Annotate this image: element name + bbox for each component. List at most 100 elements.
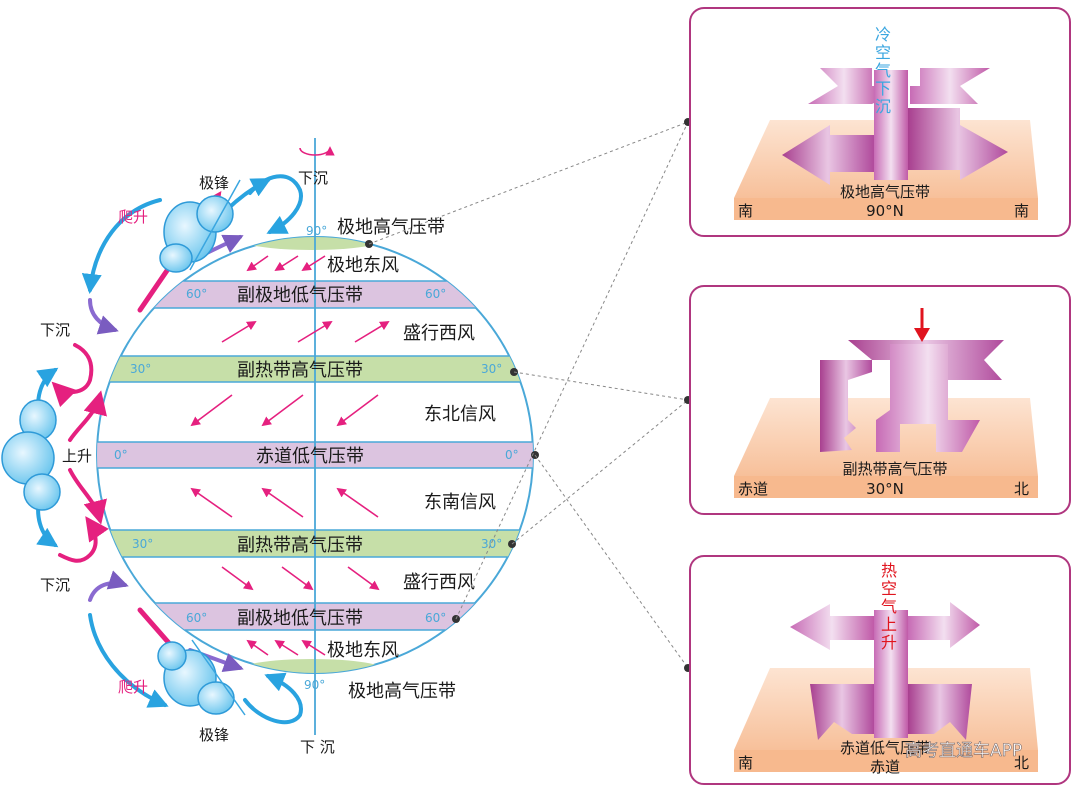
wind-arrow xyxy=(221,566,254,591)
deg-eq-right: 0° xyxy=(505,448,519,462)
deg-30n-right: 30° xyxy=(481,362,502,376)
inset-3-vertical-2: 空 xyxy=(881,579,897,598)
ground-front-icon xyxy=(734,750,1038,772)
wind-arrow xyxy=(246,639,269,656)
label-polar-high-north: 极地高气压带 xyxy=(337,217,445,238)
inset-1-vertical-1: 冷 xyxy=(875,25,891,44)
inset-3-vertical-3: 气 xyxy=(881,597,897,616)
cell-ferrel-south-top xyxy=(88,570,129,602)
outflow-left-arrow-icon xyxy=(790,604,874,650)
wind-arrow xyxy=(190,487,233,518)
connector-line xyxy=(368,121,689,245)
connector-line xyxy=(534,454,689,669)
cell-hadley-south-bottom xyxy=(58,516,109,563)
polar-cap-south xyxy=(237,659,387,673)
label-equatorial-low: 赤道低气压带 xyxy=(256,446,364,467)
inset-3-vertical-5: 升 xyxy=(881,633,897,652)
wind-arrow xyxy=(190,394,233,427)
inflow-right-arrow-icon xyxy=(910,68,990,104)
deg-30s-left: 30° xyxy=(132,537,153,551)
inflow-left-arrow-icon xyxy=(808,68,880,104)
label-polar-easterly-north: 极地东风 xyxy=(327,255,399,276)
wind-arrow xyxy=(281,566,314,591)
cell-hadley-south-rise xyxy=(68,468,107,525)
inset-2-right: 北 xyxy=(1014,480,1029,498)
connector-lines xyxy=(368,121,689,669)
inset-1-label: 极地高气压带 xyxy=(840,183,930,201)
deg-30n-left: 30° xyxy=(130,362,151,376)
cell-ferrel-north-top xyxy=(81,198,162,294)
wind-arrow xyxy=(336,487,379,518)
wind-arrow xyxy=(261,487,304,518)
outflow-right-arrow-icon xyxy=(908,108,1008,180)
cell-ferrel-north-bottom xyxy=(88,298,119,335)
rotation-arrow-icon xyxy=(299,146,335,156)
label-front-bottom: 极锋 xyxy=(199,726,229,744)
wind-arrow xyxy=(301,255,326,272)
down-arrow-head-icon xyxy=(914,328,930,342)
inset-3-vertical-4: 上 xyxy=(881,615,897,634)
inset-1-left: 南 xyxy=(738,202,753,220)
deg-60n-left: 60° xyxy=(186,287,207,301)
watermark: 高考直通车APP xyxy=(905,741,1022,761)
inset-equatorial-low: 赤道低气压带 南 赤道 北 热 空 气 上 升 高考直通车APP xyxy=(689,555,1071,785)
inset-1-vertical-4: 下 xyxy=(875,79,891,98)
wind-arrow xyxy=(354,321,390,343)
inset-3-right: 北 xyxy=(1014,754,1029,772)
label-sink-upper-left: 下沉 xyxy=(40,321,70,339)
wind-arrow xyxy=(221,321,257,343)
label-polar-easterly-south: 极地东风 xyxy=(327,640,399,661)
inset-3-label: 赤道低气压带 xyxy=(840,739,930,757)
circulation-cells xyxy=(36,174,303,725)
label-subpolar-low-south: 副极地低气压带 xyxy=(237,608,363,629)
descending-left-leg-icon xyxy=(820,360,872,452)
descending-column-icon xyxy=(876,344,980,452)
inflow-right-arrow-icon xyxy=(908,684,972,740)
label-sink-lower-left: 下沉 xyxy=(40,576,70,594)
wind-arrow xyxy=(274,639,299,656)
polar-cap-north xyxy=(237,237,387,250)
wind-arrows xyxy=(190,255,390,656)
label-ne-trade: 东北信风 xyxy=(424,404,496,425)
label-climb-top: 爬升 xyxy=(118,208,148,226)
label-subpolar-low-north: 副极地低气压带 xyxy=(237,285,363,306)
inset-1-right: 南 xyxy=(1014,202,1029,220)
inset-subtropical-high: 副热带高气压带 赤道 30°N 北 xyxy=(689,285,1071,515)
ground-front-icon xyxy=(734,476,1038,498)
deg-60s-right: 60° xyxy=(425,611,446,625)
deg-30s-right: 30° xyxy=(481,537,502,551)
label-rise-left: 上升 xyxy=(62,447,92,465)
label-subtropical-high-north: 副热带高气压带 xyxy=(237,360,363,381)
deg-90s: 90° xyxy=(304,678,325,692)
wind-arrow xyxy=(274,255,299,272)
deg-60s-left: 60° xyxy=(186,611,207,625)
label-westerly-north: 盛行西风 xyxy=(403,323,475,344)
wind-arrow xyxy=(336,394,379,427)
inset-3-center: 赤道 xyxy=(870,758,900,776)
inset-3-vertical-1: 热 xyxy=(881,561,897,580)
outflow-right-arrow-icon xyxy=(908,602,980,648)
cell-hadley-north-top xyxy=(51,343,94,408)
inset-1-vertical-2: 空 xyxy=(875,43,891,62)
rising-column-icon xyxy=(874,610,908,738)
deg-90n: 90° xyxy=(306,224,327,238)
cell-ferrel-south-bottom xyxy=(88,613,169,708)
cell-hadley-north-rise xyxy=(68,390,107,442)
connector-line xyxy=(513,371,689,401)
inset-polar-high: 极地高气压带 南 90°N 南 冷 空 气 下 沉 xyxy=(689,7,1071,237)
ground-front-icon xyxy=(734,198,1038,220)
inset-2-center: 30°N xyxy=(866,480,904,498)
polar-front-line-north xyxy=(189,179,241,271)
wind-arrow xyxy=(246,255,269,272)
cloud-equator-icon xyxy=(1,399,61,511)
label-climb-bottom: 爬升 xyxy=(118,678,148,696)
label-sink-bottom: 下 沉 xyxy=(300,738,335,756)
label-subtropical-high-south: 副热带高气压带 xyxy=(237,535,363,556)
inset-2-left: 赤道 xyxy=(738,480,768,498)
cell-polar-south-arrow xyxy=(243,672,303,725)
inset-1-vertical-5: 沉 xyxy=(875,97,891,116)
inflow-left-arrow-icon xyxy=(810,684,874,740)
cloud-south-icon xyxy=(157,641,235,715)
